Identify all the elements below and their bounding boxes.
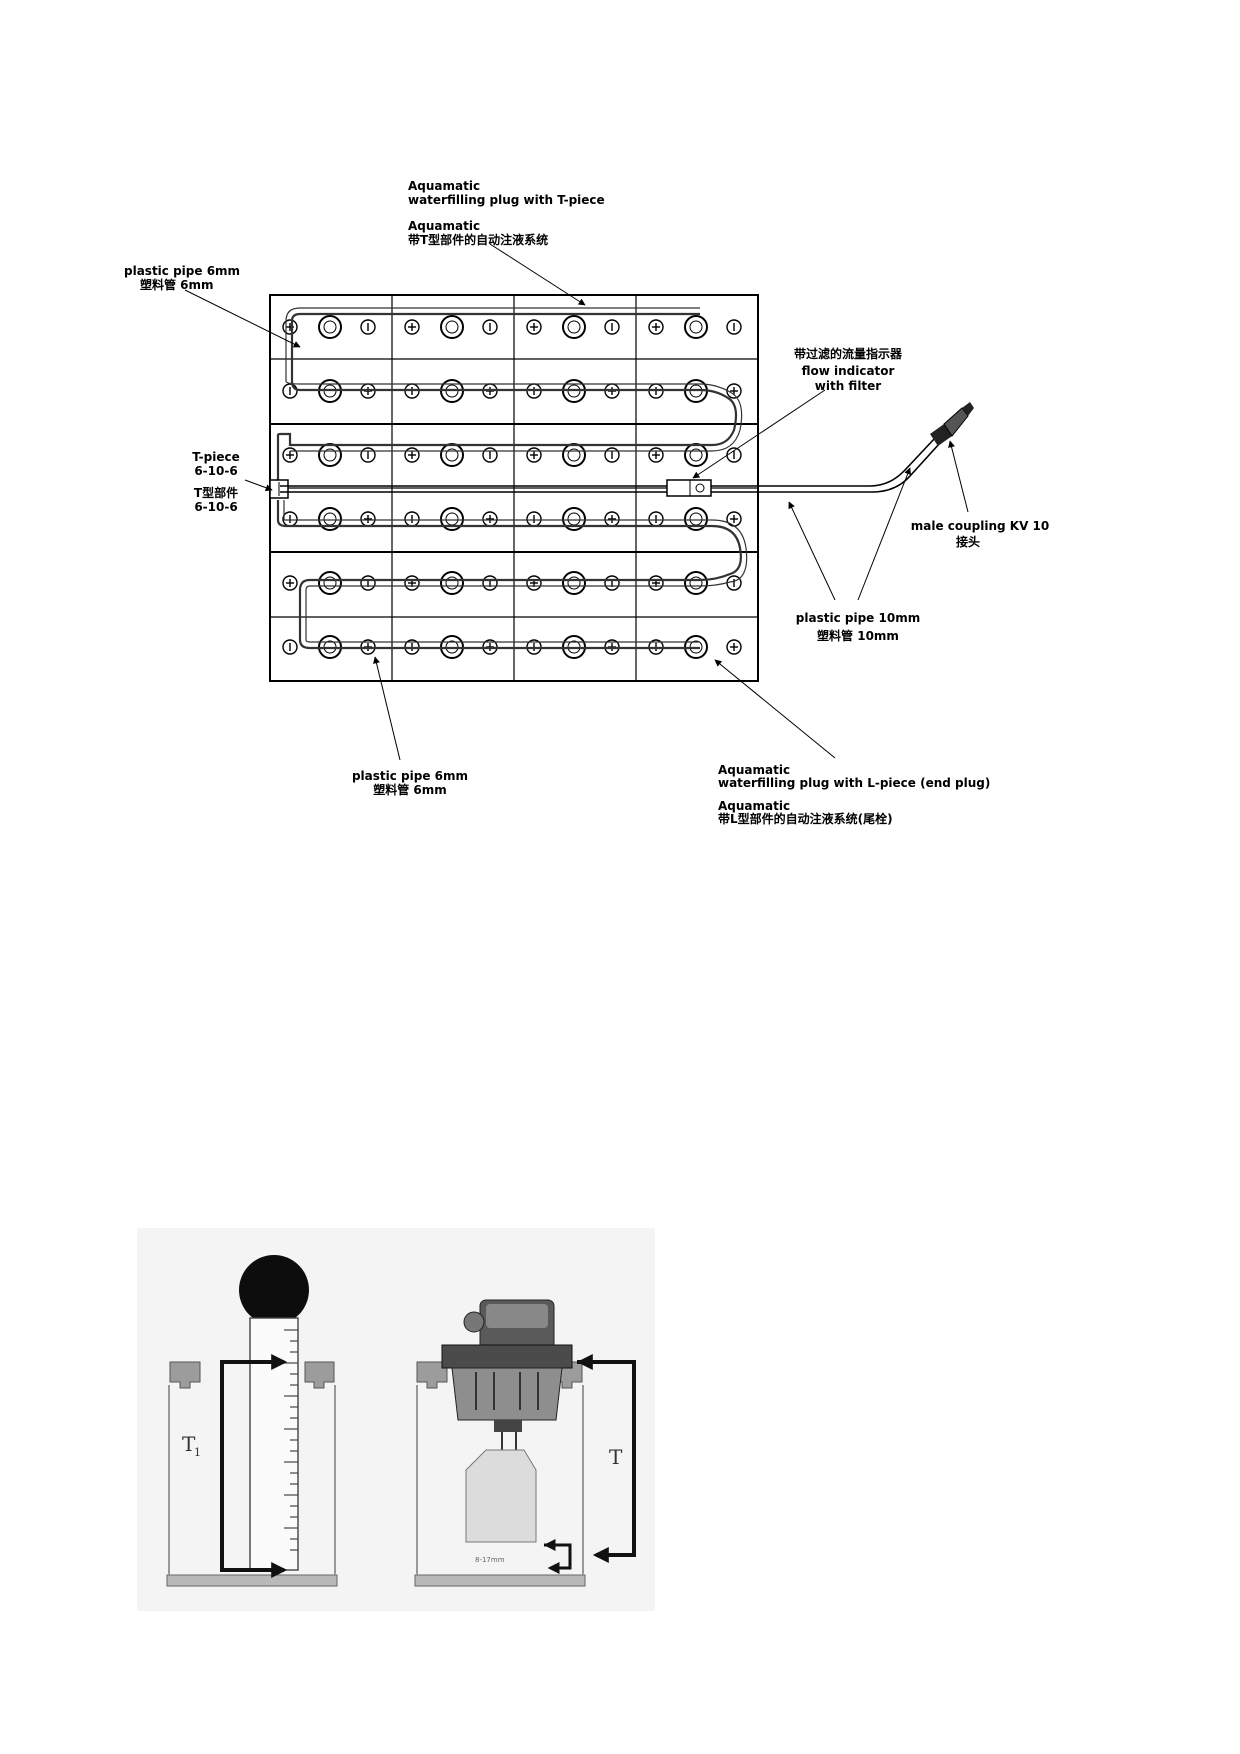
waterfilling-plug: [684, 443, 708, 467]
pipe10-label-en: plastic pipe 10mm: [796, 611, 920, 625]
t-label: T: [609, 1445, 623, 1469]
detail-illustration: T 1 T: [137, 1228, 655, 1611]
waterfilling-plug: [318, 571, 342, 595]
l-plug-label-cn-2: 带L型部件的自动注液系统(尾栓): [718, 811, 893, 826]
plastic-pipe-6mm-route-lower: [276, 500, 742, 650]
leader-lines: [184, 243, 969, 761]
pipe6-bottom-label-en: plastic pipe 6mm: [352, 769, 468, 783]
l-plug-label-en-1: Aquamatic: [718, 763, 790, 777]
waterfilling-plug: [684, 507, 708, 531]
coupling-label-en: male coupling KV 10: [911, 519, 1050, 533]
plastic-pipe-10mm-inner: [280, 442, 941, 493]
l-plug-label-cn-1: Aquamatic: [718, 799, 790, 813]
coupling-label-cn: 接头: [956, 534, 980, 549]
waterfilling-plug: [440, 507, 464, 531]
waterfilling-plug: [440, 571, 464, 595]
waterfilling-plug-diagram: T 8-17mm: [414, 1299, 636, 1587]
plastic-pipe-6mm-route-lower-inner: [283, 500, 748, 643]
t-plug-label-en-2: waterfilling plug with T-piece: [408, 193, 605, 207]
t-piece-label-en-2: 6-10-6: [194, 464, 237, 478]
measuring-dipstick-diagram: T 1: [166, 1255, 338, 1587]
t-piece-label-cn-1: T型部件: [194, 485, 238, 500]
t-piece-label-cn-2: 6-10-6: [194, 500, 237, 514]
t-plug-label-en-1: Aquamatic: [408, 179, 480, 193]
float: [465, 1449, 537, 1543]
waterfilling-plug: [318, 507, 342, 531]
t-plug-label-cn-2: 带T型部件的自动注液系统: [408, 232, 548, 247]
waterfilling-plug: [684, 571, 708, 595]
waterfilling-plug: [562, 443, 586, 467]
waterfilling-plug: [562, 507, 586, 531]
pipe6-bottom-label-cn: 塑料管 6mm: [373, 782, 447, 797]
plastic-pipe-6mm-route: [276, 312, 738, 495]
t-plug-label-cn-1: Aquamatic: [408, 219, 480, 233]
waterfilling-plug: [440, 443, 464, 467]
waterfilling-plug: [684, 315, 708, 339]
measure-label: 8-17mm: [475, 1556, 505, 1564]
dipstick: [249, 1317, 299, 1571]
pipe10-label-cn: 塑料管 10mm: [817, 628, 899, 643]
flow-indicator-label-en-1: flow indicator: [802, 364, 895, 378]
male-coupling: [930, 402, 974, 446]
t1-label: T: [182, 1432, 196, 1456]
pipe6-top-label-en: plastic pipe 6mm: [124, 264, 240, 278]
l-plug-label-en-2: waterfilling plug with L-piece (end plug…: [718, 776, 990, 790]
flow-indicator-label-cn: 带过滤的流量指示器: [794, 346, 903, 361]
t1-subscript: 1: [194, 1446, 201, 1459]
flow-indicator-label-en-2: with filter: [815, 379, 882, 393]
pipe6-top-label-cn: 塑料管 6mm: [140, 277, 214, 292]
t-piece-label-en-1: T-piece: [192, 450, 240, 464]
t-piece: [269, 479, 289, 499]
waterfilling-plug: [318, 443, 342, 467]
waterfilling-plug: [562, 571, 586, 595]
plastic-pipe-6mm-route-inner: [285, 307, 743, 452]
waterfilling-plug: [562, 315, 586, 339]
flow-indicator: [666, 479, 712, 497]
waterfilling-plug: [440, 315, 464, 339]
float-ball: [239, 1255, 309, 1325]
waterfilling-plug: [318, 315, 342, 339]
